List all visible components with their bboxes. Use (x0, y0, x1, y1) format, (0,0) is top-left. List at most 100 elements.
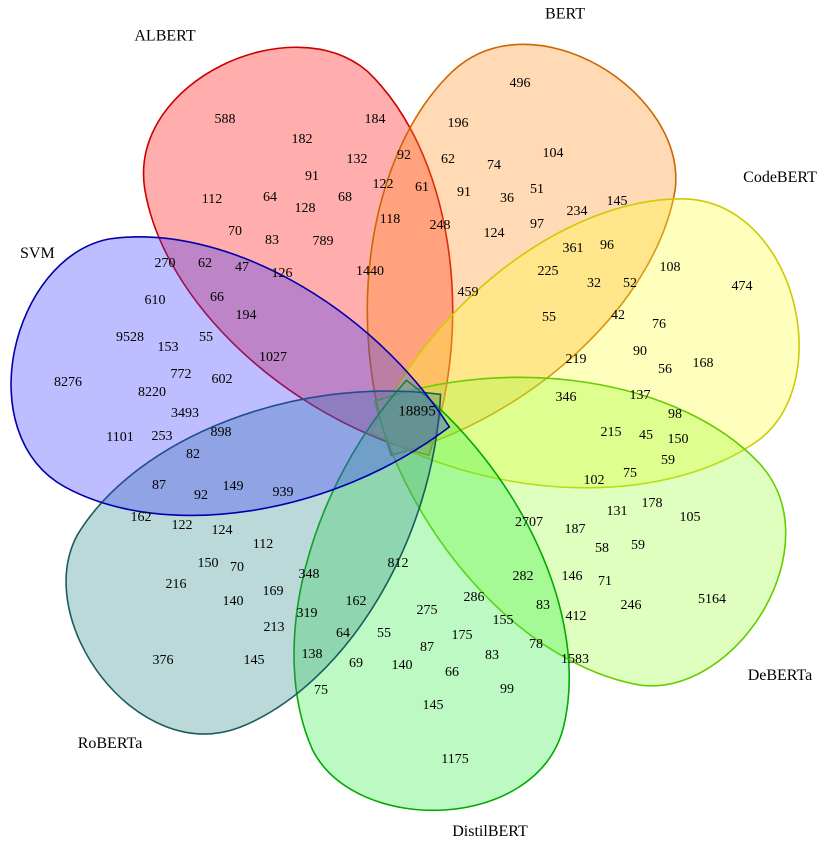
region-count: 70 (230, 560, 244, 575)
region-count: 155 (493, 613, 514, 628)
region-count: 376 (153, 653, 174, 668)
region-count: 275 (417, 603, 438, 618)
region-count: 178 (642, 496, 663, 511)
region-count: 122 (172, 518, 193, 533)
region-count: 1440 (356, 264, 384, 279)
region-count: 812 (388, 556, 409, 571)
region-count: 126 (272, 266, 293, 281)
petal-deberta (373, 376, 787, 687)
region-count: 51 (530, 182, 544, 197)
region-count: 248 (430, 218, 451, 233)
region-count: 8276 (54, 375, 82, 390)
region-count: 55 (542, 310, 556, 325)
region-count: 196 (448, 116, 469, 131)
region-count: 346 (556, 390, 577, 405)
region-count: 162 (131, 510, 152, 525)
region-count: 83 (536, 598, 550, 613)
region-count: 474 (732, 279, 753, 294)
region-count: 146 (562, 569, 583, 584)
region-count: 182 (292, 132, 313, 147)
region-count: 68 (338, 190, 352, 205)
set-label-distilbert: DistilBERT (452, 823, 528, 840)
region-count: 213 (264, 620, 285, 635)
region-count: 3493 (171, 406, 199, 421)
region-count: 145 (244, 653, 265, 668)
set-label-codebert: CodeBERT (743, 169, 817, 186)
region-count: 64 (263, 190, 277, 205)
region-count: 112 (202, 192, 222, 207)
region-count: 58 (595, 541, 609, 556)
region-count: 1101 (106, 430, 133, 445)
region-count: 45 (639, 428, 653, 443)
region-count: 59 (661, 453, 675, 468)
region-count: 270 (155, 256, 176, 271)
region-count: 169 (263, 584, 284, 599)
region-count: 898 (211, 425, 232, 440)
region-count: 104 (543, 146, 564, 161)
region-count: 32 (587, 276, 601, 291)
region-count: 162 (346, 594, 367, 609)
region-count: 47 (235, 260, 249, 275)
region-count: 153 (158, 340, 179, 355)
region-count: 78 (529, 637, 543, 652)
region-count: 105 (680, 510, 701, 525)
region-count: 87 (420, 640, 434, 655)
region-count: 92 (194, 488, 208, 503)
region-count: 1583 (561, 652, 589, 667)
set-label-bert: BERT (545, 5, 585, 22)
region-count: 128 (295, 201, 316, 216)
region-count: 137 (630, 388, 651, 403)
region-count: 175 (452, 628, 473, 643)
region-count: 459 (458, 285, 479, 300)
petal-distilbert (293, 379, 571, 812)
region-count: 610 (145, 293, 166, 308)
region-count: 1175 (441, 752, 468, 767)
region-count: 62 (198, 256, 212, 271)
region-count: 184 (365, 112, 386, 127)
petal-bert (366, 43, 677, 457)
region-count: 74 (487, 158, 501, 173)
region-count: 168 (693, 356, 714, 371)
region-count: 150 (198, 556, 219, 571)
region-count: 59 (631, 538, 645, 553)
region-count: 122 (373, 177, 394, 192)
region-count: 91 (305, 169, 319, 184)
region-count: 9528 (116, 330, 144, 345)
region-count: 108 (660, 260, 681, 275)
region-count: 216 (166, 577, 187, 592)
region-count: 92 (397, 148, 411, 163)
region-count: 64 (336, 626, 350, 641)
petal-albert (142, 46, 454, 457)
region-count: 145 (423, 698, 444, 713)
set-label-roberta: RoBERTa (78, 735, 143, 752)
set-label-deberta: DeBERTa (748, 667, 813, 684)
region-count: 90 (633, 344, 647, 359)
region-count: 319 (297, 606, 318, 621)
region-count: 36 (500, 191, 514, 206)
region-count: 62 (441, 152, 455, 167)
region-count: 42 (611, 308, 625, 323)
set-petals (10, 43, 800, 812)
petal-roberta (65, 390, 442, 735)
region-count: 140 (223, 594, 244, 609)
region-count: 150 (668, 432, 689, 447)
region-count: 939 (273, 485, 294, 500)
region-count: 70 (228, 224, 242, 239)
region-count: 75 (314, 683, 328, 698)
region-count: 83 (265, 233, 279, 248)
region-count: 124 (484, 226, 505, 241)
region-count: 1027 (259, 350, 287, 365)
region-count: 225 (538, 264, 559, 279)
region-count: 246 (621, 598, 642, 613)
region-count: 286 (464, 590, 485, 605)
region-count: 789 (313, 234, 334, 249)
region-count: 112 (253, 537, 273, 552)
region-count: 149 (223, 479, 244, 494)
region-count: 83 (485, 648, 499, 663)
region-count: 102 (584, 473, 605, 488)
region-count: 219 (566, 352, 587, 367)
region-count: 8220 (138, 385, 166, 400)
region-count: 215 (601, 425, 622, 440)
region-count: 96 (600, 238, 614, 253)
